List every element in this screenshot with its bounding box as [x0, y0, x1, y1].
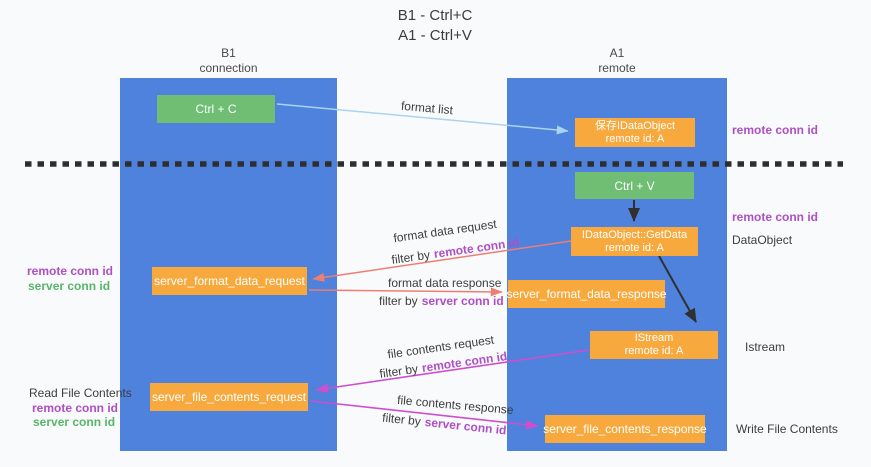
node-istream-line2: remote id: A	[624, 345, 684, 357]
filter-by-text: filter by	[379, 294, 418, 308]
node-idataobject-getdata: IDataObject::GetData remote id: A	[571, 227, 698, 256]
right-column-role: remote	[598, 61, 636, 75]
annotation-server-conn-id-left1: server conn id	[28, 279, 111, 293]
node-server-file-contents-request-label: server_file_contents_request	[151, 390, 307, 404]
node-ctrl-v: Ctrl + V	[575, 172, 694, 199]
node-save-idataobject: 保存IDataObject remote id: A	[575, 118, 695, 147]
annotation-server-conn-id-left2: server conn id	[33, 415, 116, 429]
filter-by-text: filter by	[390, 247, 431, 267]
label-format-data-response: format data response	[388, 276, 502, 290]
node-server-format-data-request: server_format_data_request	[152, 267, 307, 295]
filter-by-text: filter by	[381, 410, 422, 429]
annotation-remote-conn-id-mid: remote conn id	[732, 210, 819, 224]
title-line-1: B1 - Ctrl+C	[397, 7, 473, 24]
node-server-format-data-response-label: server_format_data_response	[506, 287, 667, 301]
node-server-format-data-request-label: server_format_data_request	[154, 274, 305, 288]
arrow-format-data-response	[308, 287, 503, 297]
node-server-file-contents-response-label: server_file_contents_response	[543, 422, 707, 436]
right-column-name: A1	[609, 46, 625, 60]
server-conn-id-text: server conn id	[424, 414, 508, 438]
right-column-header: A1 remote	[507, 46, 727, 76]
node-idataobject-getdata-line1: IDataObject::GetData	[581, 228, 688, 241]
node-ctrl-v-label: Ctrl + V	[614, 178, 655, 193]
label-format-list: format list	[400, 98, 454, 118]
diagram-title: B1 - Ctrl+C A1 - Ctrl+V	[300, 6, 570, 46]
annotation-istream: Istream	[745, 340, 786, 354]
node-idataobject-getdata-line2: remote id: A	[605, 241, 664, 254]
annotation-dataobject: DataObject	[732, 233, 793, 247]
annotation-remote-conn-id-top: remote conn id	[732, 123, 819, 137]
annotation-read-file-contents: Read File Contents	[29, 386, 132, 400]
filter-by-text: filter by	[378, 361, 419, 381]
server-conn-id-text: server conn id	[421, 294, 504, 308]
node-ctrl-c-label: Ctrl + C	[195, 102, 237, 116]
node-server-file-contents-response: server_file_contents_response	[543, 415, 707, 443]
node-istream-line1: IStream	[634, 332, 674, 344]
annotation-remote-conn-id-left2: remote conn id	[32, 401, 119, 415]
title-line-2: A1 - Ctrl+V	[398, 27, 472, 44]
left-column-header: B1 connection	[120, 46, 337, 76]
node-server-file-contents-request: server_file_contents_request	[150, 383, 308, 411]
node-istream: IStream remote id: A	[590, 331, 718, 359]
node-server-format-data-response: server_format_data_response	[506, 280, 667, 308]
annotation-remote-conn-id-left1: remote conn id	[27, 264, 114, 278]
node-save-idataobject-line1: 保存IDataObject	[594, 119, 676, 132]
left-column-name: B1	[221, 46, 236, 60]
node-save-idataobject-line2: remote id: A	[605, 132, 665, 145]
left-column-role: connection	[199, 61, 258, 75]
annotation-write-file-contents: Write File Contents	[736, 422, 838, 436]
node-ctrl-c: Ctrl + C	[157, 95, 275, 123]
